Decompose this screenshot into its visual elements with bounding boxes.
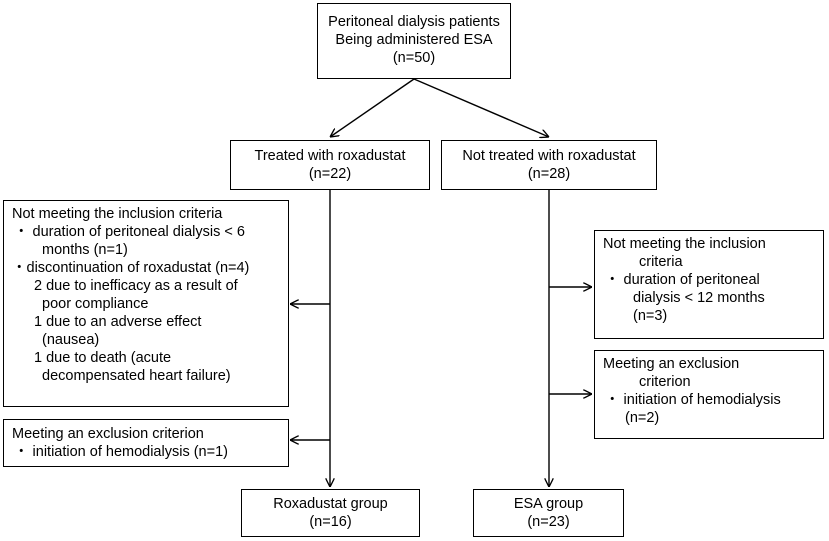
- treated-box-line2: (n=22): [308, 166, 352, 182]
- exclusion-right-title: Meeting an exclusion: [603, 356, 740, 372]
- excluded-right-box: Not meeting the inclusion criteria ・ dur…: [594, 230, 824, 339]
- excluded-left-subitem: 1 due to an adverse effect: [34, 314, 202, 330]
- excluded-left-subitem: 1 due to death (acute: [34, 350, 172, 366]
- esa-group-box: ESA group (n=23): [473, 489, 624, 537]
- exclusion-right-item: ・ initiation of hemodialysis: [605, 392, 781, 408]
- excluded-right-item: ・ duration of peritoneal: [605, 272, 760, 288]
- exclusion-right-box: Meeting an exclusion criterion ・ initiat…: [594, 350, 824, 439]
- excluded-left-item: ・discontinuation of roxadustat (n=4): [12, 260, 250, 276]
- arrow-top-to-not-treated: [413, 78, 549, 137]
- excluded-left-subitem-cont: (nausea): [42, 332, 100, 348]
- esa-group-label: ESA group: [513, 496, 584, 512]
- esa-group-count: (n=23): [527, 514, 570, 530]
- top-box-line2: Being administered ESA: [335, 32, 493, 48]
- excluded-right-item-cont: dialysis < 12 months: [633, 290, 765, 306]
- excluded-right-title-cont: criteria: [639, 254, 683, 270]
- roxadustat-group-label: Roxadustat group: [273, 496, 388, 512]
- exclusion-right-item-cont: (n=2): [625, 410, 660, 426]
- not-treated-box-line1: Not treated with roxadustat: [462, 148, 636, 164]
- treated-box-line1: Treated with roxadustat: [254, 148, 406, 164]
- exclusion-left-box: Meeting an exclusion criterion ・ initiat…: [3, 419, 289, 467]
- top-box-line1: Peritoneal dialysis patients: [328, 14, 500, 30]
- roxadustat-group-box: Roxadustat group (n=16): [241, 489, 420, 537]
- excluded-left-item: ・ duration of peritoneal dialysis < 6: [14, 224, 245, 240]
- excluded-left-item-cont: months (n=1): [42, 242, 128, 258]
- excluded-right-item-cont: (n=3): [633, 308, 668, 324]
- excluded-left-subitem-cont: poor compliance: [42, 296, 149, 312]
- excluded-left-subitem-cont: decompensated heart failure): [42, 368, 231, 384]
- top-box: Peritoneal dialysis patients Being admin…: [317, 3, 511, 79]
- excluded-left-subitem: 2 due to inefficacy as a result of: [34, 278, 238, 294]
- exclusion-left-title: Meeting an exclusion criterion: [12, 426, 204, 442]
- roxadustat-group-count: (n=16): [309, 514, 352, 530]
- not-treated-box-line2: (n=28): [527, 166, 571, 182]
- excluded-left-box: Not meeting the inclusion criteria ・ dur…: [3, 200, 289, 407]
- arrow-top-to-treated: [330, 78, 415, 137]
- excluded-left-title: Not meeting the inclusion criteria: [12, 206, 223, 222]
- exclusion-right-title-cont: criterion: [639, 374, 691, 390]
- excluded-right-title: Not meeting the inclusion: [603, 236, 766, 252]
- top-box-line3: (n=50): [392, 50, 436, 66]
- exclusion-left-item: ・ initiation of hemodialysis (n=1): [14, 444, 228, 460]
- not-treated-box: Not treated with roxadustat (n=28): [441, 140, 657, 190]
- treated-box: Treated with roxadustat (n=22): [230, 140, 430, 190]
